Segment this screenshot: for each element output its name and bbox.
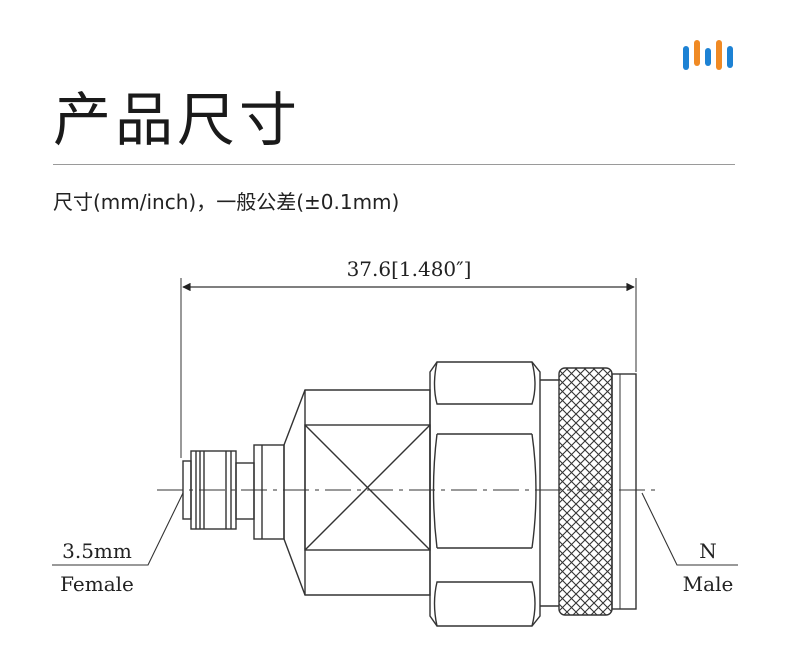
- length-dimension: 37.6[1.480″]: [180, 257, 637, 458]
- logo-bar: [683, 46, 689, 70]
- tolerance-subtitle: 尺寸(mm/inch)，一般公差(±0.1mm): [53, 190, 400, 214]
- title-divider: [53, 164, 735, 165]
- logo-bar: [694, 40, 700, 66]
- female-gender-label: Female: [60, 572, 134, 596]
- logo-bar: [727, 46, 733, 68]
- male-type-label: N: [699, 539, 717, 563]
- page-title: 产品尺寸: [53, 86, 302, 154]
- connector-body: [283, 389, 431, 596]
- logo-bar: [716, 40, 722, 70]
- logo-bar: [705, 48, 711, 66]
- bars-logo-icon: [683, 40, 733, 70]
- male-gender-label: Male: [683, 572, 734, 596]
- overall-length-label: 37.6[1.480″]: [347, 257, 472, 281]
- male-leader: N Male: [641, 492, 738, 596]
- female-3-5mm-end: [182, 444, 285, 540]
- female-size-label: 3.5mm: [62, 539, 132, 563]
- female-leader: 3.5mm Female: [52, 492, 184, 596]
- knurled-coupling-nut: [558, 367, 637, 616]
- hex-nut: [429, 361, 559, 627]
